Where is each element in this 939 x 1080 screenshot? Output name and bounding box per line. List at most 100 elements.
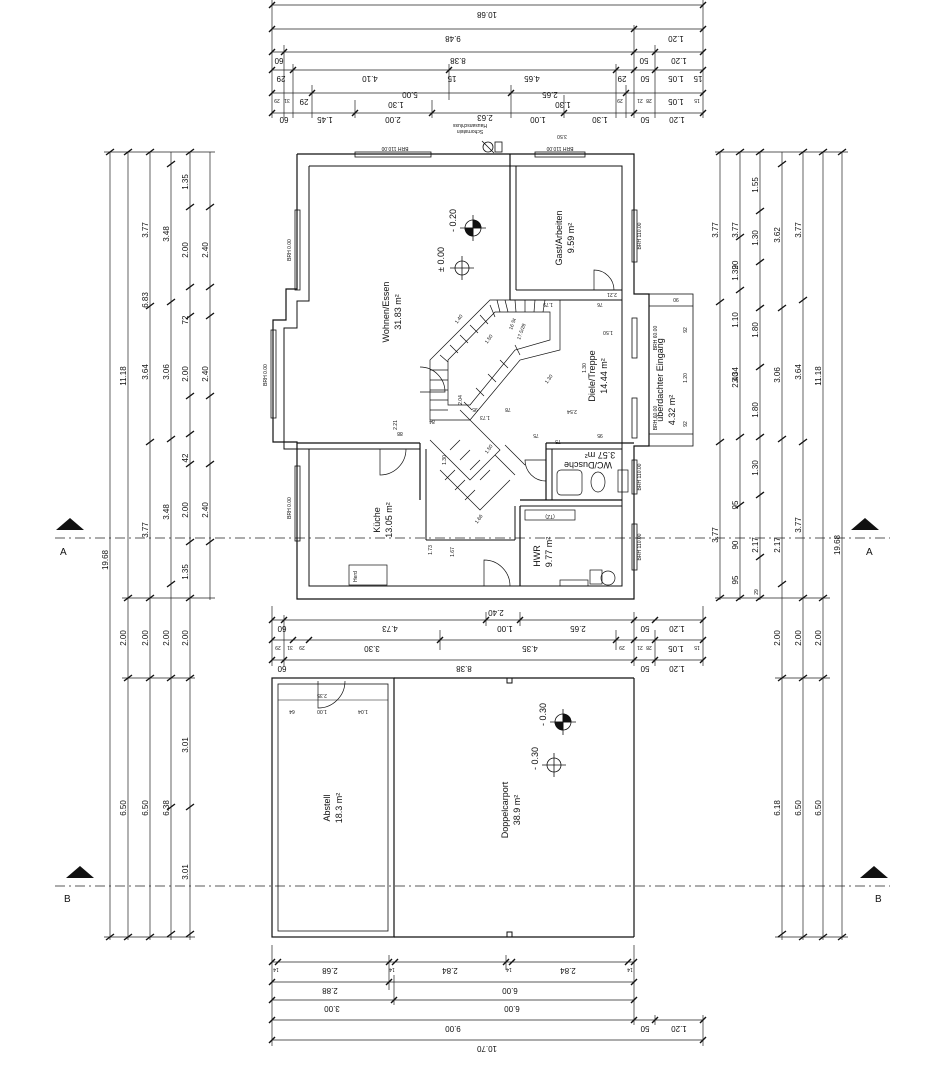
dim-left-c5-c: 2.40 xyxy=(201,366,210,382)
dim-top-r5-f: 2.63 xyxy=(477,113,493,122)
dim-bot-r5: 10.70 xyxy=(476,1044,497,1053)
level-label-1: - 0.20 xyxy=(448,209,458,232)
brh-top-left: BRH 110.00 xyxy=(381,145,408,151)
dim-right-c5-h: 95 xyxy=(731,500,740,509)
dim-bot-r3-a: 3.00 xyxy=(324,1004,340,1013)
boiler xyxy=(600,570,616,586)
dim-top-r2-b: 1.20 xyxy=(668,34,684,43)
hausanschluss-label: Hausanschluss xyxy=(453,122,487,128)
room-gast-name: Gast/Arbeiten xyxy=(554,210,564,265)
dim-top-r4-e: 29 xyxy=(617,74,626,83)
dim-right-c4-f: 2.17 xyxy=(751,537,760,553)
dim-right-c5-a: 3.77 xyxy=(731,222,740,238)
dim-right-c5-g: 90 xyxy=(731,540,740,549)
dim-mid-r2-i: 1.05 xyxy=(668,644,684,653)
room-carport-name: Doppelcarport xyxy=(500,781,510,838)
brh-diele-right1: BRH 60.00 xyxy=(653,326,659,351)
dim-top-r5-m: 15 xyxy=(694,97,700,103)
mid-dimension-ticks xyxy=(268,616,707,664)
window-left-mid xyxy=(270,329,277,419)
dim-mid-r2-d: 3.30 xyxy=(364,644,380,653)
idim-25: 1.30 xyxy=(544,374,555,386)
dim-bot-r1-b: 2.68 xyxy=(322,966,338,975)
mid-dimension-labels: 60 4.73 2.40 1.00 2.65 50 1.20 29 31 29 … xyxy=(275,608,700,673)
idim-15: 1.73 xyxy=(428,545,434,555)
left-dimension-chains xyxy=(104,151,215,940)
dim-right-c1-b: 2.00 xyxy=(814,630,823,646)
hwr-counter xyxy=(524,509,576,521)
room-kueche-area: 13.05 m² xyxy=(384,502,394,538)
dim-right-c2-a: 3.77 xyxy=(794,222,803,238)
brh-labels: BRH 110.00 BRH 110.00 BRH 0.00 BRH 0.00 … xyxy=(263,145,659,560)
top-dimension-chains xyxy=(271,0,704,118)
dim-mid-r3-c: 50 xyxy=(640,664,649,673)
dim-left-c2-f: 3.64 xyxy=(141,364,150,380)
interior-dims: 1.79 76 2.21 90 1.50 92 1.20 92 2.54 95 … xyxy=(289,291,689,714)
right-dimension-labels: 19.68 11.18 2.00 6.50 3.77 3.64 3.77 2.0… xyxy=(711,177,842,816)
dim-bot-r2-a: 2.88 xyxy=(322,986,338,995)
dim-bot-r4-c: 1.20 xyxy=(671,1024,687,1033)
idim-2: 2.21 xyxy=(607,291,617,297)
idim-24: 75 xyxy=(555,438,561,444)
dim-right-c3-a: 3.62 xyxy=(773,227,782,243)
dim-top-r2-a: 9.48 xyxy=(445,34,461,43)
idim-22: 95 xyxy=(472,406,478,412)
dim-mid-r3-b: 8.38 xyxy=(456,664,472,673)
hwr-shelf xyxy=(559,579,589,587)
dim-right-c3-b: 3.06 xyxy=(773,367,782,383)
utility-unit xyxy=(589,569,603,585)
dim-left-c1-c: 6.50 xyxy=(119,800,128,816)
room-abstell-area: 18.3 m² xyxy=(334,793,344,824)
mid-dimension-chains xyxy=(271,606,704,666)
idim-31: 1.30 xyxy=(442,455,448,465)
level-markers xyxy=(450,215,576,777)
brh-wohnen-left2: BRH 0.00 xyxy=(263,364,269,386)
post-2 xyxy=(506,931,513,938)
staircase xyxy=(429,299,561,511)
door-kueche-swing xyxy=(379,448,407,476)
idim-29: 1.50 xyxy=(484,444,495,456)
level-marker-2 xyxy=(450,256,474,280)
brh-wohnen-left1: BRH 0.00 xyxy=(287,239,293,261)
section-b-right-arrow xyxy=(860,866,888,878)
outer-wall-inner xyxy=(283,165,623,587)
dim-top-r6-g: 1.20 xyxy=(669,115,685,124)
outer-wall-outer xyxy=(272,153,650,600)
stair-steps-label: 16 St xyxy=(508,317,518,331)
dim-top-r5-a: 29 xyxy=(274,97,280,103)
idim-1: 76 xyxy=(597,301,603,307)
dim-left-c4-e: 42 xyxy=(181,453,190,462)
dim-left-c5-d: 2.40 xyxy=(201,502,210,518)
dim-bot-r4-b: 50 xyxy=(640,1024,649,1033)
washbasin xyxy=(617,469,629,493)
dim-right-c4-b: 1.30 xyxy=(751,230,760,246)
idim-18: 1.00 xyxy=(317,708,327,714)
dim-mid-r1-a: 60 xyxy=(277,624,286,633)
section-b-right-label: B xyxy=(875,894,882,905)
level-label-2: ± 0.00 xyxy=(436,247,446,272)
dim-right-c4-d: 1.80 xyxy=(751,402,760,418)
dim-left-c1-b: 2.00 xyxy=(119,630,128,646)
dim-top-overall: 10.68 xyxy=(476,10,497,19)
dim-bot-r1-g: 14 xyxy=(627,966,633,972)
dim-mid-r2-g: 21 xyxy=(637,644,643,650)
abstell-inner xyxy=(277,683,389,932)
window-left-lower xyxy=(294,465,301,542)
toilet xyxy=(590,471,606,493)
dim-right-c5-f: 2.40 xyxy=(731,372,740,388)
window-right-hwr xyxy=(631,523,638,571)
doors xyxy=(317,269,615,709)
dim-mid-r1-d: 1.00 xyxy=(497,624,513,633)
dim-left-c5-b: 2.40 xyxy=(201,242,210,258)
dim-mid-r1-c: 2.40 xyxy=(488,608,504,617)
dim-right-c4-e: 1.30 xyxy=(751,460,760,476)
window-right-gast xyxy=(631,209,638,263)
dim-top-r6-f: 50 xyxy=(640,115,649,124)
room-wohnen-name: Wohnen/Essen xyxy=(381,282,391,343)
dim-left-c2-c: 3.77 xyxy=(141,522,150,538)
dim-left-c3-a: 3.48 xyxy=(162,226,171,242)
idim-10: 75 xyxy=(533,432,539,438)
door-wohnen-swing xyxy=(419,366,446,393)
dim-bot-r3-b: 6.00 xyxy=(504,1004,520,1013)
idim-4: 1.50 xyxy=(603,329,613,335)
